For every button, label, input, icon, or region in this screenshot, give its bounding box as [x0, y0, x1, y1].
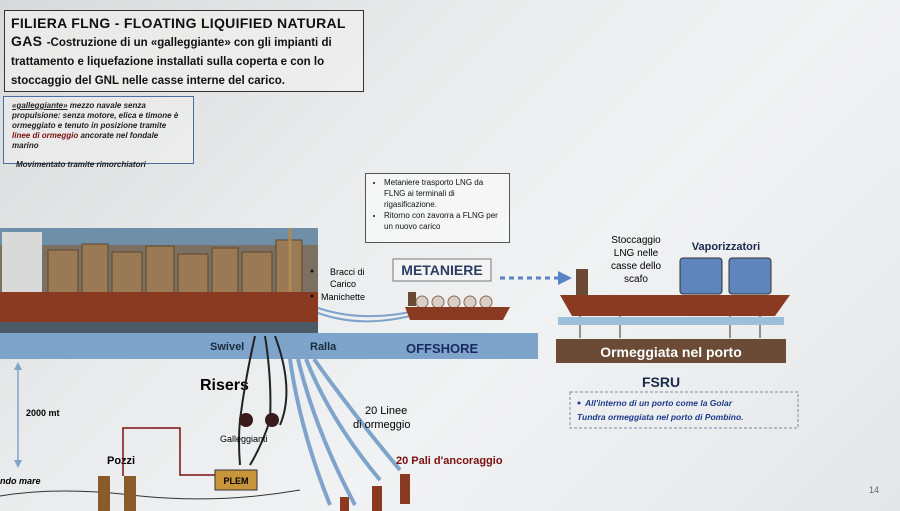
swivel-label: Swivel	[210, 341, 244, 353]
vaporizer-tank	[728, 257, 772, 295]
flng-ship	[0, 228, 318, 336]
risers-label: Risers	[200, 377, 249, 394]
flowline	[122, 427, 215, 476]
galleggianti-label: Galleggianti	[220, 434, 268, 444]
carico-label: Carico	[330, 279, 356, 289]
depth-label: 2000 mt	[26, 408, 60, 418]
fsru-note-line-1: All'interno di un porto come la Golar	[584, 398, 733, 408]
seabed-line	[0, 489, 301, 500]
metaniere-note-box: Metaniere trasporto LNG da FLNG ai termi…	[365, 173, 510, 243]
galleggiante-moved-text: Movimentato tramite rimorchiatori	[16, 160, 146, 169]
anchor-pile	[372, 486, 382, 511]
slide-description: -Costruzione di un «galleggiante» con gl…	[11, 37, 332, 87]
metaniere-box	[392, 258, 492, 282]
plem-label: PLEM	[223, 476, 248, 486]
anchor-pile	[340, 497, 349, 511]
plem-box	[214, 469, 258, 491]
slide-title: FILIERA FLNG - FLOATING LIQUIFIED NATURA…	[11, 15, 346, 49]
galleggiante-highlight: linee di ormeggio	[12, 131, 79, 140]
linee-label-2: di ormeggio	[353, 419, 410, 431]
fondo-mare-label: ndo mare	[0, 476, 41, 486]
fsru-label: FSRU	[642, 374, 680, 390]
manichette-label: Manichette	[321, 292, 365, 302]
mooring-lines	[288, 357, 402, 506]
metaniere-note-item: Metaniere trasporto LNG da FLNG ai termi…	[384, 177, 503, 210]
bracci-label: Bracci di	[330, 267, 365, 277]
pali-label: 20 Pali d'ancoraggio	[396, 455, 503, 467]
fsru-ship	[558, 257, 790, 338]
stoccaggio-line: LNG nelle	[614, 248, 659, 259]
galleggiante-term: «galleggiante»	[12, 101, 68, 110]
ormeggiata-label: Ormeggiata nel porto	[600, 344, 742, 360]
page-number: 14	[869, 485, 879, 495]
galleggiante-definition-box: «galleggiante» mezzo navale senza propul…	[3, 96, 194, 164]
title-box: FILIERA FLNG - FLOATING LIQUIFIED NATURA…	[4, 10, 364, 92]
stoccaggio-line: scafo	[624, 274, 648, 285]
fsru-note-box	[569, 391, 799, 429]
linee-label-1: 20 Linee	[365, 405, 407, 417]
riser-buoy	[265, 413, 279, 427]
stoccaggio-line: Stoccaggio	[611, 235, 661, 246]
ralla-label: Ralla	[310, 341, 337, 353]
pozzi-label: Pozzi	[107, 455, 135, 467]
metaniere-title: METANIERE	[401, 262, 482, 278]
metaniere-note-item: Ritorno con zavorra a FLNG per un nuovo …	[384, 210, 503, 232]
riser-line	[274, 335, 288, 426]
galleggiante-text-2: ancorate nel fondale marino	[12, 131, 159, 150]
well	[98, 476, 110, 511]
offshore-label: OFFSHORE	[406, 341, 479, 356]
well	[124, 476, 136, 511]
anchor-pile	[400, 474, 410, 504]
riser-buoy	[239, 413, 253, 427]
vaporizzatori-label: Vaporizzatori	[692, 241, 760, 253]
metaniera-ship	[405, 292, 510, 320]
offshore-band	[0, 333, 538, 359]
port-band	[556, 339, 786, 363]
stoccaggio-line: casse dello	[611, 261, 661, 272]
galleggiante-text-1: mezzo navale senza propulsione: senza mo…	[12, 101, 179, 130]
vaporizer-tank	[679, 257, 723, 295]
fsru-note-line-2: Tundra ormeggiata nel porto di Pombino.	[577, 412, 744, 422]
